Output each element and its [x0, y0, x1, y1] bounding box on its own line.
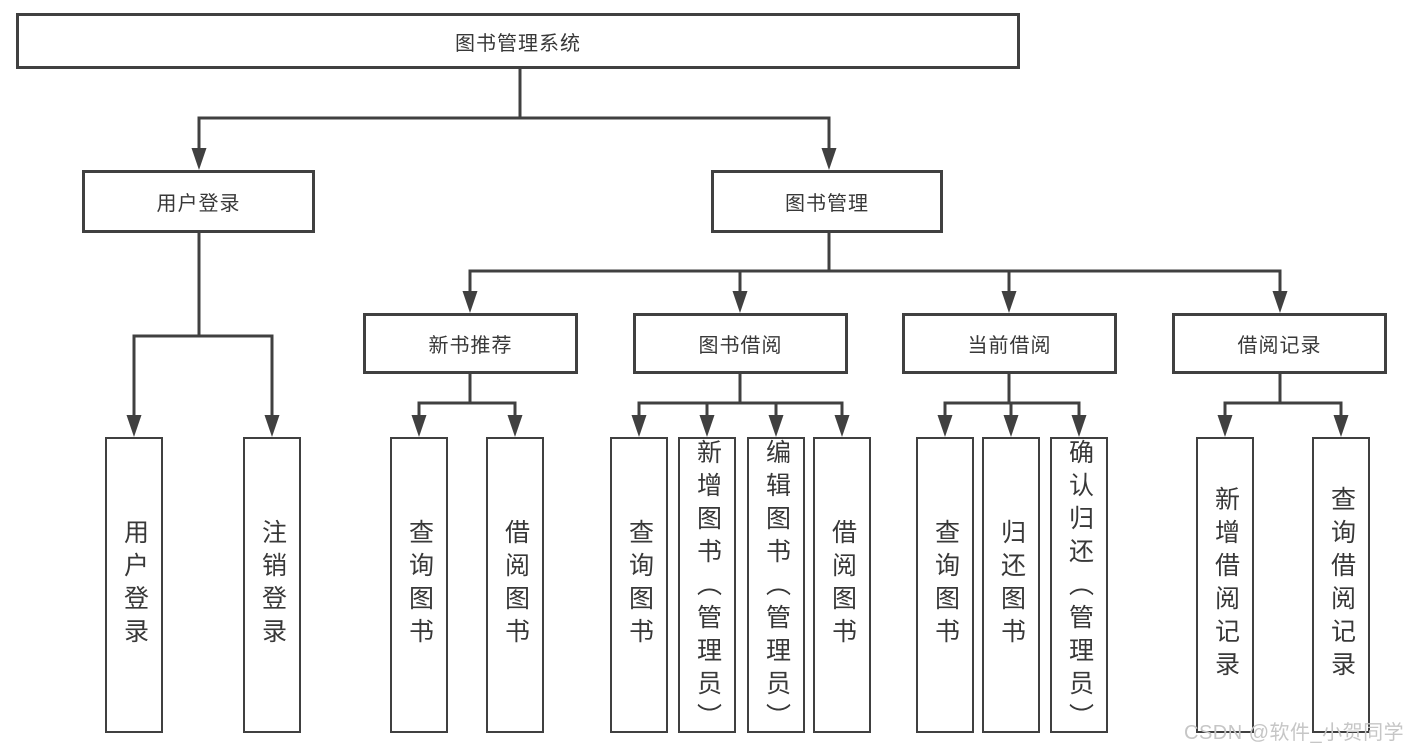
node-book-borrowing: 图书借阅 — [633, 313, 848, 374]
csdn-watermark: CSDN @软件_小贺同学 — [1184, 722, 1405, 744]
node-library-management-system: 图书管理系统 — [16, 13, 1020, 69]
node-current-borrowing: 当前借阅 — [902, 313, 1117, 374]
leaf-edit-book-admin: 编辑图书（管理员） — [747, 437, 805, 736]
leaf-logout: 注销登录 — [243, 437, 301, 733]
leaf-return-book: 归还图书 — [982, 437, 1040, 733]
node-new-book-recommend: 新书推荐 — [363, 313, 578, 374]
leaf-borrow-books: 借阅图书 — [813, 437, 871, 733]
node-user-login: 用户登录 — [82, 170, 315, 233]
leaf-add-borrow-record: 新增借阅记录 — [1196, 437, 1254, 733]
leaf-query-books-recommend: 查询图书 — [390, 437, 448, 733]
leaf-borrow-books-recommend: 借阅图书 — [486, 437, 544, 733]
leaf-confirm-return-admin: 确认归还（管理员） — [1050, 437, 1108, 736]
leaf-user-login: 用户登录 — [105, 437, 163, 733]
leaf-query-borrow-record: 查询借阅记录 — [1312, 437, 1370, 733]
leaf-query-books-current: 查询图书 — [916, 437, 974, 733]
leaf-add-book-admin: 新增图书（管理员） — [678, 437, 736, 736]
leaf-query-books-borrowing: 查询图书 — [610, 437, 668, 733]
node-borrowing-records: 借阅记录 — [1172, 313, 1387, 374]
node-book-management: 图书管理 — [711, 170, 943, 233]
